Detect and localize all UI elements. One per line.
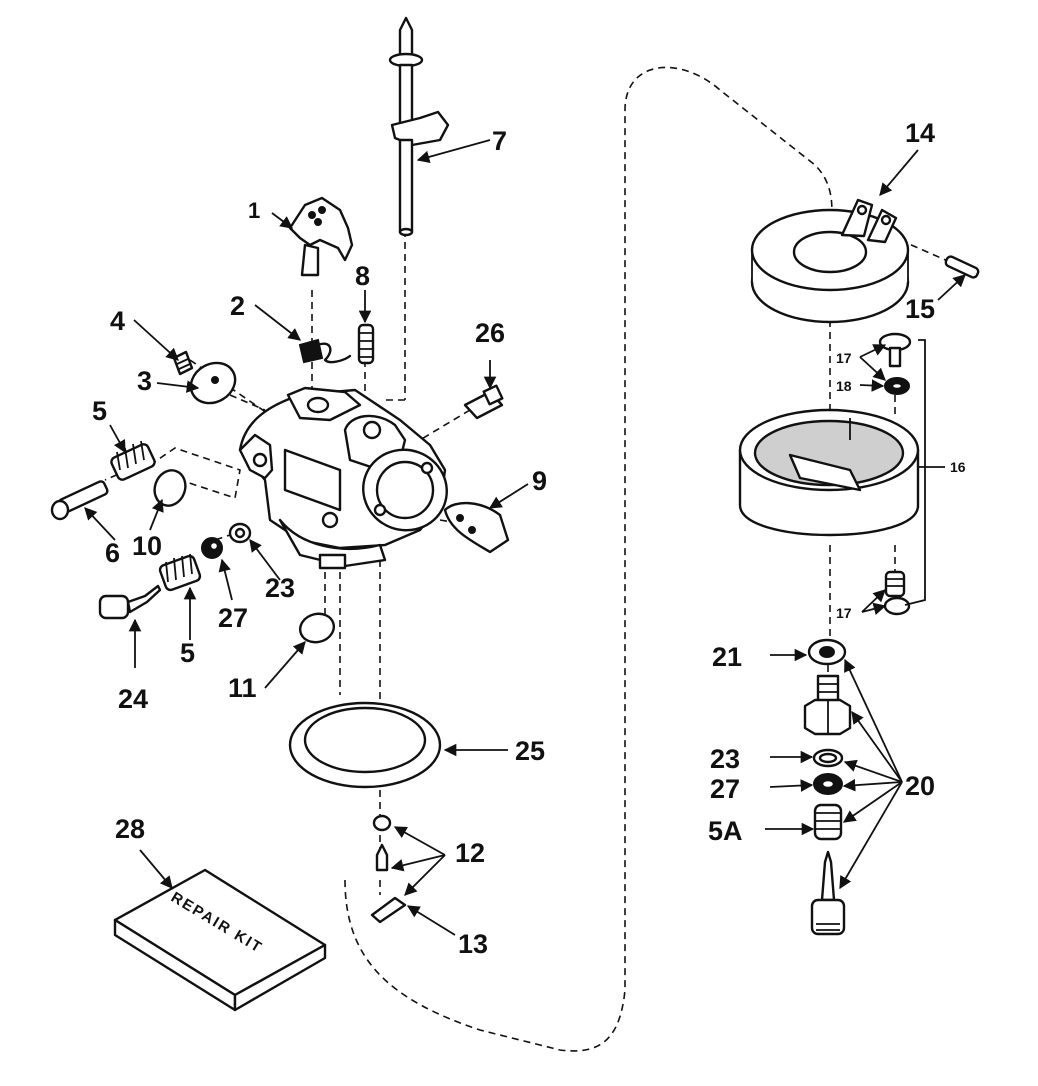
callout-25: 25	[515, 736, 545, 766]
bowl-bolt-part-17-upper	[878, 332, 912, 368]
callout-17-lower: 17	[836, 605, 852, 621]
alignment-lines	[104, 230, 951, 895]
main-jet-part-20	[803, 674, 852, 736]
callout-17-upper: 17	[836, 350, 852, 366]
float-bowl-part-16	[738, 408, 920, 537]
gasket-part-9	[443, 501, 510, 554]
callout-5A: 5A	[708, 816, 743, 846]
callout-26: 26	[475, 318, 505, 348]
spring-part-2	[298, 338, 352, 364]
callout-5-upper: 5	[92, 396, 107, 426]
callout-9: 9	[532, 466, 547, 496]
plug-part-10	[153, 469, 187, 507]
callout-2: 2	[230, 291, 245, 321]
needle-part-20-adjust	[810, 850, 846, 936]
callout-21: 21	[712, 642, 742, 672]
washer-part-27-right	[813, 773, 843, 795]
needle-part-24	[98, 584, 162, 620]
oring-part-27-left	[201, 537, 223, 559]
callout-18: 18	[836, 378, 852, 394]
callout-5-lower: 5	[180, 638, 195, 668]
washer-part-23-left	[228, 522, 252, 544]
callout-14: 14	[905, 118, 935, 148]
callout-6: 6	[105, 538, 120, 568]
throttle-plate-part-3	[189, 361, 237, 405]
callout-3: 3	[137, 366, 152, 396]
callout-labels: 1 2 3 4 5 6 10 7 8 26 9 23 27 5 24 11 25…	[92, 118, 966, 959]
clip-part-13	[370, 896, 407, 924]
fitting-part-26	[463, 384, 504, 420]
callout-24: 24	[118, 684, 148, 714]
callout-16: 16	[950, 459, 966, 475]
needle-seat-part-12	[372, 814, 392, 872]
callout-13: 13	[458, 929, 488, 959]
carburetor-body	[238, 386, 448, 570]
callout-8: 8	[355, 261, 370, 291]
screw-part-6	[50, 480, 109, 521]
callout-11: 11	[228, 673, 257, 703]
callout-12: 12	[455, 838, 485, 868]
assembly-boundary-dashed	[344, 66, 833, 1052]
callout-23-right: 23	[710, 744, 740, 774]
callout-20: 20	[905, 771, 935, 801]
callout-28: 28	[115, 814, 145, 844]
bracket-part-1	[288, 196, 354, 277]
float-pin-part-15	[944, 255, 980, 279]
spring-part-17-lower	[883, 570, 911, 616]
washer-part-18	[884, 377, 910, 395]
oring-part-23-right	[812, 748, 844, 768]
callout-10: 10	[132, 531, 162, 561]
spring-part-8	[357, 323, 375, 365]
repair-kit-box: REPAIR KIT	[113, 868, 327, 1012]
spring-part-5-lower	[158, 553, 202, 592]
float-part-14	[750, 198, 910, 324]
throttle-shaft-part	[388, 16, 450, 237]
callout-1: 1	[248, 198, 260, 223]
spring-part-5-upper	[110, 440, 156, 481]
plug-part-11	[298, 612, 336, 644]
screw-part-4	[172, 350, 194, 376]
gasket-ring-part-25	[288, 701, 442, 789]
spring-part-5A	[813, 803, 843, 841]
callout-27-right: 27	[710, 774, 740, 804]
leader-lines	[84, 139, 966, 936]
callout-23-left: 23	[265, 573, 295, 603]
washer-part-21	[807, 638, 847, 666]
callout-7: 7	[492, 126, 507, 156]
callout-15: 15	[905, 294, 935, 324]
callout-27-left: 27	[218, 603, 248, 633]
callout-4: 4	[110, 306, 125, 336]
